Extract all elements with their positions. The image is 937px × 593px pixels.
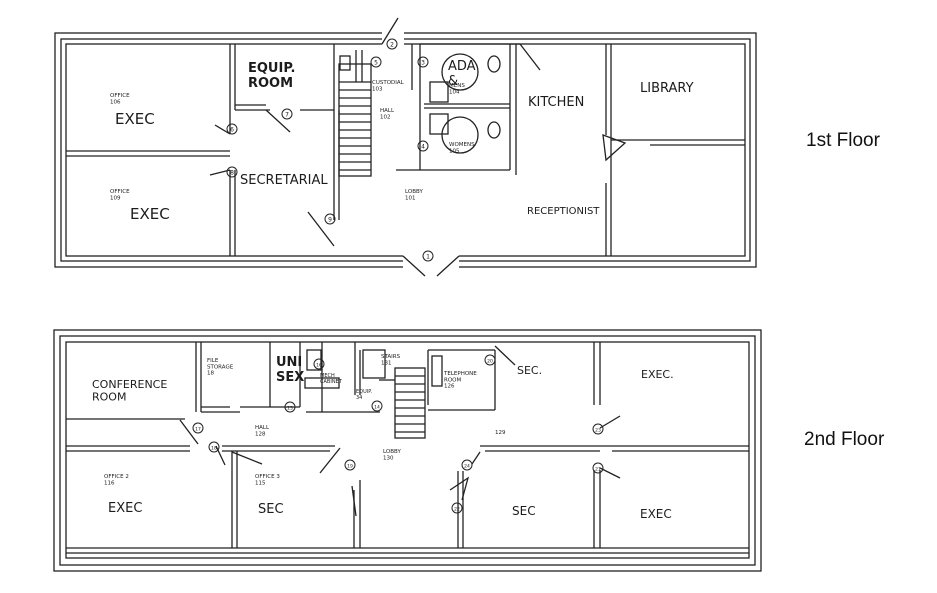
door-marker-number: 2	[390, 42, 394, 49]
door-marker-number: 5	[374, 60, 378, 67]
door-marker-number: 23	[595, 428, 601, 434]
room-use-equip_room: ROOM	[248, 76, 293, 91]
floor2-outer-walls	[53, 329, 762, 572]
floor1-door-swings	[209, 109, 627, 247]
room-number-custodial: CUSTODIAL	[372, 80, 405, 86]
door-marker-number: 3	[421, 60, 425, 67]
door-marker-number: 19	[347, 464, 353, 470]
room-use-office_109: EXEC	[130, 205, 170, 223]
door-marker-number: 8	[230, 170, 234, 177]
door-marker-number: 16	[316, 363, 322, 369]
room-number-hall_128: HALL	[255, 425, 270, 431]
room-number-office_106: OFFICE	[110, 93, 130, 99]
room-use-conference: CONFERENCE	[92, 378, 167, 391]
door-marker-number: 6	[230, 127, 234, 134]
room-use-sec_se: SEC	[512, 504, 536, 518]
room-use-unisex: SEX	[276, 370, 304, 385]
door-marker-number: 21	[595, 467, 601, 473]
room-number-custodial: 103	[372, 86, 383, 92]
floor1-restroom-fixtures	[429, 53, 501, 154]
room-number-womens: WOMENS	[449, 142, 475, 148]
room-number-telephone: 126	[444, 384, 455, 390]
room-number-mech_cabinet: MECH	[320, 373, 335, 379]
room-number-ada_mens: 104	[449, 89, 460, 95]
room-number-lobby_130: 130	[383, 455, 394, 461]
room-number-ada_mens: MENS	[449, 83, 465, 89]
door-marker-number: 15	[287, 406, 293, 412]
room-number-file_storage: STORAGE	[207, 364, 234, 370]
floor1-door-markers	[226, 38, 434, 262]
room-number-womens: 105	[449, 148, 460, 154]
door-marker-number: 20	[487, 359, 493, 365]
room-use-ada_mens: ADA	[448, 59, 476, 74]
room-use-conference: ROOM	[92, 391, 126, 404]
floor2-interior-walls	[66, 342, 749, 554]
room-number-lobby_101: 101	[405, 195, 416, 201]
room-use-library: LIBRARY	[640, 81, 694, 96]
room-number-stairs: 131	[381, 360, 392, 366]
room-use-sec_ne: SEC.	[517, 364, 542, 377]
door-marker-number: 22	[454, 507, 460, 513]
room-number-file_storage: 18	[207, 371, 214, 377]
door-marker-number: 14	[374, 405, 380, 411]
room-use-office_3: SEC	[258, 502, 284, 517]
room-number-office_3: OFFICE 3	[255, 474, 280, 480]
room-number-office_109: OFFICE	[110, 189, 130, 195]
room-number-telephone: TELEPHONE	[443, 371, 477, 377]
room-use-equip_room: EQUIP.	[248, 61, 295, 76]
room-number-mech_cabinet: CABINET	[320, 379, 343, 385]
floor1-stairs	[338, 50, 372, 177]
door-marker-number: 9	[328, 217, 332, 224]
room-number-room_129: 129	[495, 430, 506, 436]
door-marker-number: 18	[211, 446, 217, 452]
room-number-hall_128: 128	[255, 431, 266, 437]
floor1-interior-walls	[66, 43, 745, 256]
room-use-ada_mens: &	[448, 74, 458, 89]
room-number-file_storage: FILE	[207, 358, 219, 364]
door-marker-number: 4	[421, 144, 425, 151]
room-use-office_2: EXEC	[108, 501, 142, 516]
floor2-door-swings	[179, 345, 621, 517]
room-number-office_2: 116	[104, 480, 115, 486]
room-use-exec_ne: EXEC.	[641, 368, 674, 381]
room-number-hall_102: HALL	[380, 108, 395, 114]
room-use-secretarial: SECRETARIAL	[240, 173, 328, 188]
room-number-telephone: ROOM	[444, 377, 461, 383]
room-use-unisex: UNI	[276, 355, 302, 370]
room-use-exec_se: EXEC	[640, 507, 672, 521]
floor2-label: 2nd Floor	[804, 429, 885, 450]
floor1-label: 1st Floor	[806, 130, 880, 151]
room-use-kitchen: KITCHEN	[528, 95, 584, 110]
room-number-lobby_101: LOBBY	[405, 189, 423, 195]
room-use-receptionist: RECEPTIONIST	[527, 206, 600, 217]
floor2-door-markers	[192, 354, 604, 514]
floor2-stairs	[304, 349, 443, 439]
room-number-equip_2: EQUIP.	[356, 389, 372, 395]
room-number-stairs: STAIRS	[381, 354, 401, 360]
room-number-office_2: OFFICE 2	[104, 474, 129, 480]
door-marker-number: 1	[426, 254, 430, 261]
door-marker-number: 7	[285, 112, 289, 119]
room-use-office_106: EXEC	[115, 110, 155, 128]
door-marker-number: 17	[195, 427, 201, 433]
room-number-office_109: 109	[110, 195, 121, 201]
room-number-office_3: 115	[255, 480, 266, 486]
room-number-lobby_130: LOBBY	[383, 449, 401, 455]
floor1-outer-walls	[54, 32, 757, 268]
room-number-equip_2: 34	[356, 395, 362, 401]
room-number-hall_102: 102	[380, 114, 391, 120]
door-marker-number: 24	[464, 464, 470, 470]
room-number-office_106: 106	[110, 99, 121, 105]
